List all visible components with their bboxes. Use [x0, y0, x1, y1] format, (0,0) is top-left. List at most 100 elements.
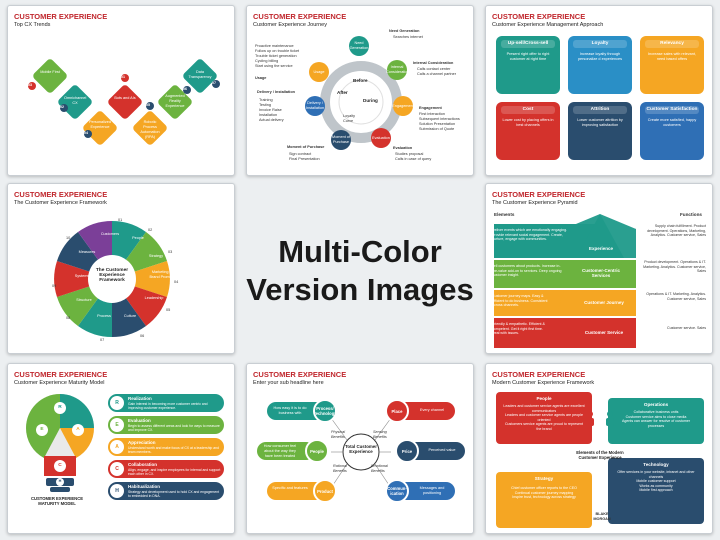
- card-relevancy: Relevancy Increase sales with relevant, …: [640, 36, 704, 94]
- seg-num-01: 01: [118, 218, 123, 222]
- stage-usage: Usage: [313, 70, 325, 74]
- slide-maturity-model[interactable]: CUSTOMER EXPERIENCE Customer Experience …: [7, 363, 235, 534]
- stage-delivery: Delivery / Installation: [305, 101, 325, 110]
- slide-cx-framework[interactable]: CUSTOMER EXPERIENCE The Customer Experie…: [7, 183, 235, 354]
- seg-people: People: [132, 236, 144, 240]
- box-strategy: Strategy Chief customer officer reports …: [496, 472, 592, 528]
- slide-subtitle: Customer Experience Management Approach: [492, 22, 604, 28]
- delivery-list: Training Testing Invoice Raise Installat…: [259, 98, 284, 122]
- slide-heading: CUSTOMER EXPERIENCE: [14, 370, 108, 379]
- level-experience: Experience: [588, 246, 613, 251]
- maturity-row-evaluation: E Evaluation Begin to assess different a…: [108, 416, 224, 434]
- level-service-functions: Customer service. Sales: [667, 326, 706, 330]
- people-icon: [586, 411, 614, 426]
- pill-place: Every channel: [397, 402, 455, 420]
- slide-cx-journey[interactable]: CUSTOMER EXPERIENCE Customer Experience …: [246, 5, 474, 176]
- center-title: Multi-Color Version Images: [244, 183, 476, 358]
- trend-label-omnichannel: Omnichannel CX: [64, 96, 87, 105]
- seg-num-05: 05: [166, 308, 171, 312]
- purchase-heading: Moment of Purchase: [287, 145, 325, 149]
- pill-communication: Messages and positioning: [397, 482, 455, 500]
- slide-heading: CUSTOMER EXPERIENCE: [253, 370, 347, 379]
- need-heading: Need Generation: [389, 29, 420, 33]
- internal-list: Calls contact center Calls a channel par…: [417, 67, 457, 76]
- seg-culture: Culture: [123, 314, 137, 318]
- trend-num-02: 02: [60, 105, 64, 109]
- usage-list: Proactive maintenance Follow up on troub…: [255, 44, 300, 68]
- trend-num-06: 06: [183, 87, 187, 91]
- trend-label-data: Data Transparency: [188, 70, 212, 79]
- modern-center-label: Elements of the Modern Customer Experien…: [576, 450, 624, 460]
- loyalty-curve: Loyalty Curve: [343, 114, 356, 123]
- slide-subtitle: The Customer Experience Pyramid: [492, 200, 578, 206]
- phase-before: Before: [353, 78, 368, 83]
- slide-heading: CUSTOMER EXPERIENCE: [253, 12, 347, 21]
- seg-num-09: 09: [52, 284, 57, 288]
- maturity-row-habitualization: H Habitualization Strategy and developme…: [108, 482, 224, 500]
- card-loyalty: Loyalty Increase loyalty through persona…: [568, 36, 632, 94]
- slide-mgmt-approach[interactable]: CUSTOMER EXPERIENCE Customer Experience …: [485, 5, 713, 176]
- card-upsell: Up-sell/Cross-sell Present right offer t…: [496, 36, 560, 94]
- slide-subtitle: Modern Customer Experience Framework: [492, 380, 595, 386]
- seg-num-02: 02: [148, 228, 153, 232]
- slide-heading: CUSTOMER EXPERIENCE: [492, 190, 586, 199]
- box-people: People Leaders and customer service agen…: [496, 392, 592, 444]
- maturity-row-appreciation: A Appreciation Understand worth and make…: [108, 438, 224, 456]
- level-services-elements: Tell customers about products. Increase …: [492, 264, 562, 278]
- trend-label-ar: Augmented Reality Experience: [165, 94, 185, 108]
- evaluation-list: Studies proposal Calls in case of query: [395, 152, 432, 161]
- trend-num-04: 04: [84, 131, 88, 135]
- level-journey: Customer Journey: [584, 300, 624, 305]
- col-elements: Elements: [494, 212, 515, 217]
- maturity-row-realization: R Realization Gain interest in becoming …: [108, 394, 224, 412]
- phase-during: During: [363, 98, 378, 103]
- slide-heading: CUSTOMER EXPERIENCE: [492, 12, 586, 21]
- slide-heading: CUSTOMER EXPERIENCE: [14, 12, 108, 21]
- trend-num-01: 01: [121, 75, 125, 79]
- seg-measures: Measures: [78, 250, 96, 254]
- circle-people: People: [305, 439, 329, 463]
- seg-marketing: Marketing & Brand Promise: [149, 270, 175, 279]
- internal-heading: Internal Consideration: [413, 61, 454, 65]
- tag-sensing: Sensing Benefits: [373, 430, 387, 439]
- slide-total-cx[interactable]: CUSTOMER EXPERIENCE Enter your sub headl…: [246, 363, 474, 534]
- pyramid-shape: [494, 214, 706, 348]
- phase-after: After: [337, 90, 348, 95]
- level-journey-functions: Operations & IT. Marketing. Analytics. C…: [646, 292, 706, 301]
- slide-modern-framework[interactable]: CUSTOMER EXPERIENCE Modern Customer Expe…: [485, 363, 713, 534]
- col-functions: Functions: [680, 212, 702, 217]
- tag-rational: Rational Benefits: [333, 464, 347, 473]
- level-journey-elements: Customer journey maps. Easy & efficient …: [492, 294, 548, 308]
- total-cx-hub: Total Customer Experience: [345, 444, 377, 454]
- bulb-letter-c: C: [58, 463, 62, 468]
- seg-process: Process: [97, 314, 111, 318]
- level-service-elements: Friendly & empathetic. Efficient & compe…: [492, 322, 545, 336]
- box-technology: Technology Offer services in your websit…: [608, 458, 704, 524]
- slide-cx-pyramid[interactable]: CUSTOMER EXPERIENCE The Customer Experie…: [485, 183, 713, 354]
- slide-subtitle: Enter your sub headline here: [253, 380, 324, 386]
- stage-purchase: Moment of Purchase: [332, 135, 350, 144]
- slide-subtitle: The Customer Experience Framework: [14, 200, 107, 206]
- slide-heading: CUSTOMER EXPERIENCE: [14, 190, 108, 199]
- card-cost: Cost Lower cost by placing offers in bes…: [496, 102, 560, 160]
- seg-leadership: Leadership: [144, 296, 164, 300]
- engagement-heading: Engagement: [419, 106, 442, 110]
- card-satisfaction: Customer Satisfaction Create more satisf…: [640, 102, 704, 160]
- center-title-line2: Version Images: [246, 271, 474, 307]
- seg-strategy: Strategy: [148, 254, 164, 258]
- circle-price: Price: [395, 439, 419, 463]
- trend-label-rpa: Robotic Process Automation (RPA): [140, 120, 160, 139]
- purchase-list: Sign contract Final Presentation: [289, 152, 320, 161]
- circle-product: Product: [313, 479, 337, 503]
- slide-top-cx-trends[interactable]: CUSTOMER EXPERIENCE Top CX Trends Mobile…: [7, 5, 235, 176]
- tag-emotional: Emotional Benefits: [371, 464, 388, 473]
- circle-process: Process/ Technology: [313, 399, 337, 423]
- maturity-caption: CUSTOMER EXPERIENCE MATURITY MODEL: [30, 496, 84, 506]
- seg-num-10: 10: [66, 236, 71, 240]
- trend-label-mobile-first: Mobile First: [40, 70, 60, 74]
- slide-subtitle: Customer Experience Maturity Model: [14, 380, 105, 386]
- bulb-icon: [26, 394, 94, 492]
- circle-communication: Commun-ication: [385, 479, 409, 503]
- pill-product: Specific and features: [267, 482, 325, 500]
- level-services-functions: Product development. Operations & IT. Ma…: [643, 260, 706, 274]
